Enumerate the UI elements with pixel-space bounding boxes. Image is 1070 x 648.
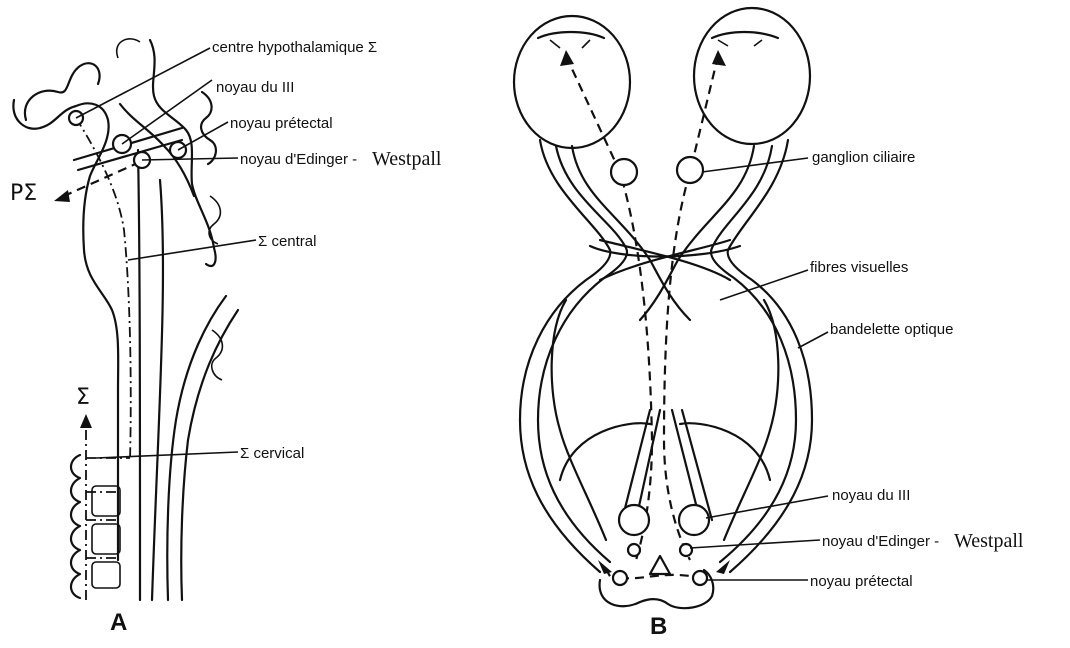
- label-westpall-a: Westpall: [372, 148, 442, 170]
- label-westpall-b: Westpall: [954, 530, 1024, 552]
- left-arrow-head: [560, 50, 574, 66]
- right-optic-inner: [711, 146, 796, 562]
- left-oculomotor-nucleus: [619, 505, 649, 535]
- label-sigma: Σ: [76, 385, 90, 410]
- label-fibres-visuelles: fibres visuelles: [810, 259, 908, 276]
- left-ciliary-ganglion: [611, 159, 637, 185]
- label-noyau-pretectal-a: noyau prétectal: [230, 115, 333, 132]
- pretectal-crosslink: [620, 575, 690, 578]
- right-eyeball: [694, 8, 810, 144]
- label-sigma-cervical: Σ cervical: [240, 445, 304, 462]
- panel-b-labels: ganglion ciliaire fibres visuelles bande…: [650, 149, 1024, 640]
- sympathetic-rungs: [86, 492, 120, 558]
- label-noyau-edinger-a: noyau d'Edinger -: [240, 151, 357, 168]
- right-cornea: [712, 32, 778, 38]
- midbrain-central-left: [622, 410, 650, 520]
- midbrain-central-left2: [636, 410, 660, 520]
- right-ciliary-ganglion: [677, 157, 703, 183]
- label-noyau-iii-b: noyau du III: [832, 487, 910, 504]
- left-pretectal-nucleus: [613, 571, 627, 585]
- label-noyau-pretectal-b: noyau prétectal: [810, 573, 913, 590]
- left-optic-outer: [520, 140, 610, 572]
- label-bandelette-optique: bandelette optique: [830, 321, 953, 338]
- tract-line-4: [181, 310, 238, 600]
- left-iris-marks: [550, 40, 590, 48]
- tract-line-2: [152, 180, 163, 600]
- right-tract-arrow: [716, 560, 730, 574]
- label-p-sigma: PΣ: [10, 181, 37, 206]
- left-edinger-westphal-nucleus: [628, 544, 640, 556]
- panel-a-drawing: [13, 39, 238, 600]
- label-centre-hypothalamique: centre hypothalamique Σ: [212, 39, 377, 56]
- label-sigma-central: Σ central: [258, 233, 316, 250]
- label-ganglion-ciliaire: ganglion ciliaire: [812, 149, 915, 166]
- right-iris-marks: [718, 40, 762, 46]
- sigma-arrow-head: [80, 414, 92, 428]
- right-arrow-head: [712, 50, 726, 66]
- aqueduct-triangle: [650, 556, 670, 574]
- panel-letter-a: A: [110, 609, 127, 636]
- panel-letter-b: B: [650, 613, 667, 640]
- spinal-cord-segments: [71, 455, 120, 598]
- label-noyau-edinger-b: noyau d'Edinger -: [822, 533, 939, 550]
- right-pretectal-nucleus: [693, 571, 707, 585]
- brainstem-left-outline: [13, 100, 118, 560]
- panel-b-drawing: [514, 8, 812, 608]
- p-sigma-arrow-head: [54, 190, 70, 202]
- right-oculomotor-nucleus: [679, 505, 709, 535]
- brainstem-top-curl: [117, 39, 140, 58]
- chiasm-crossing-a: [600, 240, 730, 280]
- left-cornea: [538, 32, 604, 38]
- parasympathetic-outflow: [64, 162, 140, 196]
- label-noyau-iii-a: noyau du III: [216, 79, 294, 96]
- right-tract-inner: [724, 300, 778, 540]
- tract-line-1: [138, 150, 140, 600]
- tract-line-3: [167, 296, 226, 600]
- left-eyeball: [514, 16, 630, 148]
- brainstem-right-wavy: [201, 92, 216, 164]
- right-edinger-westphal-nucleus: [680, 544, 692, 556]
